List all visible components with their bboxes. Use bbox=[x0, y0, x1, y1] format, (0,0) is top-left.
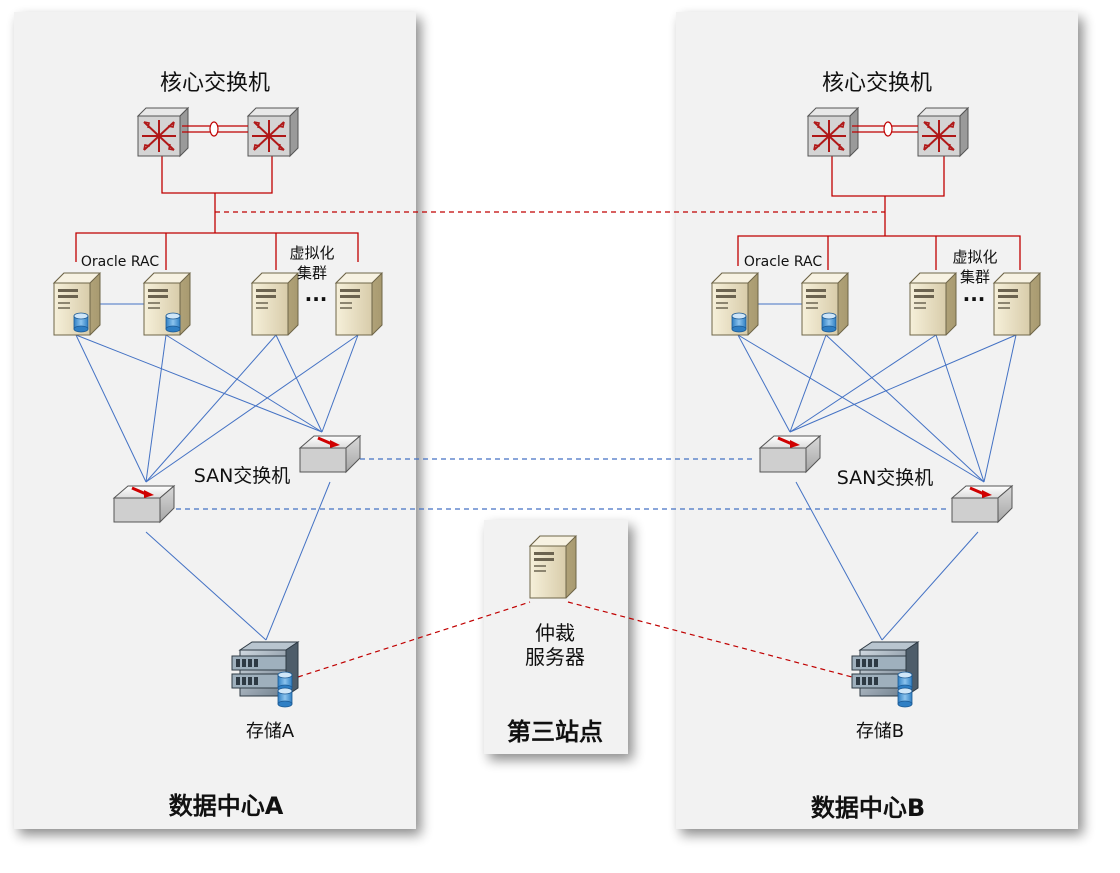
site-a-core-switch-label: 核心交换机 bbox=[160, 71, 270, 96]
site-b-ellipsis: ··· bbox=[963, 287, 986, 311]
site-b-san-label: SAN交换机 bbox=[837, 467, 934, 489]
third-site-title: 第三站点 bbox=[507, 718, 603, 746]
site-a-ellipsis: ··· bbox=[305, 287, 328, 311]
server-icon bbox=[909, 272, 957, 336]
core-switch-icon bbox=[807, 107, 859, 157]
database-icon bbox=[73, 312, 89, 333]
site-b-core-switch-label: 核心交换机 bbox=[822, 71, 932, 96]
arbiter-link-b bbox=[567, 601, 853, 678]
datacenter-b-panel bbox=[676, 12, 1078, 829]
site-a-core-switches bbox=[137, 107, 299, 157]
database-icon bbox=[277, 687, 293, 708]
site-b-rac-label: Oracle RAC bbox=[744, 254, 822, 270]
arbiter-server-icon bbox=[529, 535, 577, 599]
link-aggregation-icon bbox=[883, 121, 893, 137]
site-b-core-switches bbox=[807, 107, 969, 157]
storage-a-label: 存储A bbox=[246, 721, 295, 742]
san-switch-icon bbox=[950, 484, 1014, 524]
arbiter-label-1: 仲裁 bbox=[535, 621, 575, 645]
site-a-san-links bbox=[75, 303, 359, 641]
server-icon bbox=[335, 272, 383, 336]
datacenter-a-panel bbox=[14, 12, 416, 829]
site-b-virt-label-2: 集群 bbox=[960, 268, 990, 286]
database-icon bbox=[821, 312, 837, 333]
site-a-virt-label-1: 虚拟化 bbox=[289, 244, 334, 262]
site-a-virt-label-2: 集群 bbox=[297, 264, 327, 282]
site-a-title: 数据中心A bbox=[169, 792, 284, 820]
database-icon bbox=[897, 687, 913, 708]
arbiter-link-a bbox=[297, 601, 531, 678]
server-icon bbox=[993, 272, 1041, 336]
arbiter-label-2: 服务器 bbox=[525, 645, 585, 669]
storage-b-label: 存储B bbox=[856, 721, 904, 742]
cross-site-links bbox=[176, 211, 950, 678]
site-a-rac-label: Oracle RAC bbox=[81, 254, 159, 270]
site-b-san-links bbox=[737, 303, 1017, 641]
san-switch-icon bbox=[112, 484, 176, 524]
site-b-lan-links bbox=[737, 150, 1021, 270]
site-a-san-label: SAN交换机 bbox=[194, 465, 291, 487]
database-icon bbox=[165, 312, 181, 333]
site-a-lan-links bbox=[75, 150, 359, 270]
database-icon bbox=[731, 312, 747, 333]
site-b-title: 数据中心B bbox=[811, 794, 925, 822]
link-aggregation-icon bbox=[209, 121, 219, 137]
san-switch-icon bbox=[758, 434, 822, 474]
site-b-virt-label-1: 虚拟化 bbox=[952, 248, 997, 266]
core-switch-icon bbox=[247, 107, 299, 157]
san-switch-icon bbox=[298, 434, 362, 474]
core-switch-icon bbox=[137, 107, 189, 157]
server-icon bbox=[251, 272, 299, 336]
core-switch-icon bbox=[917, 107, 969, 157]
